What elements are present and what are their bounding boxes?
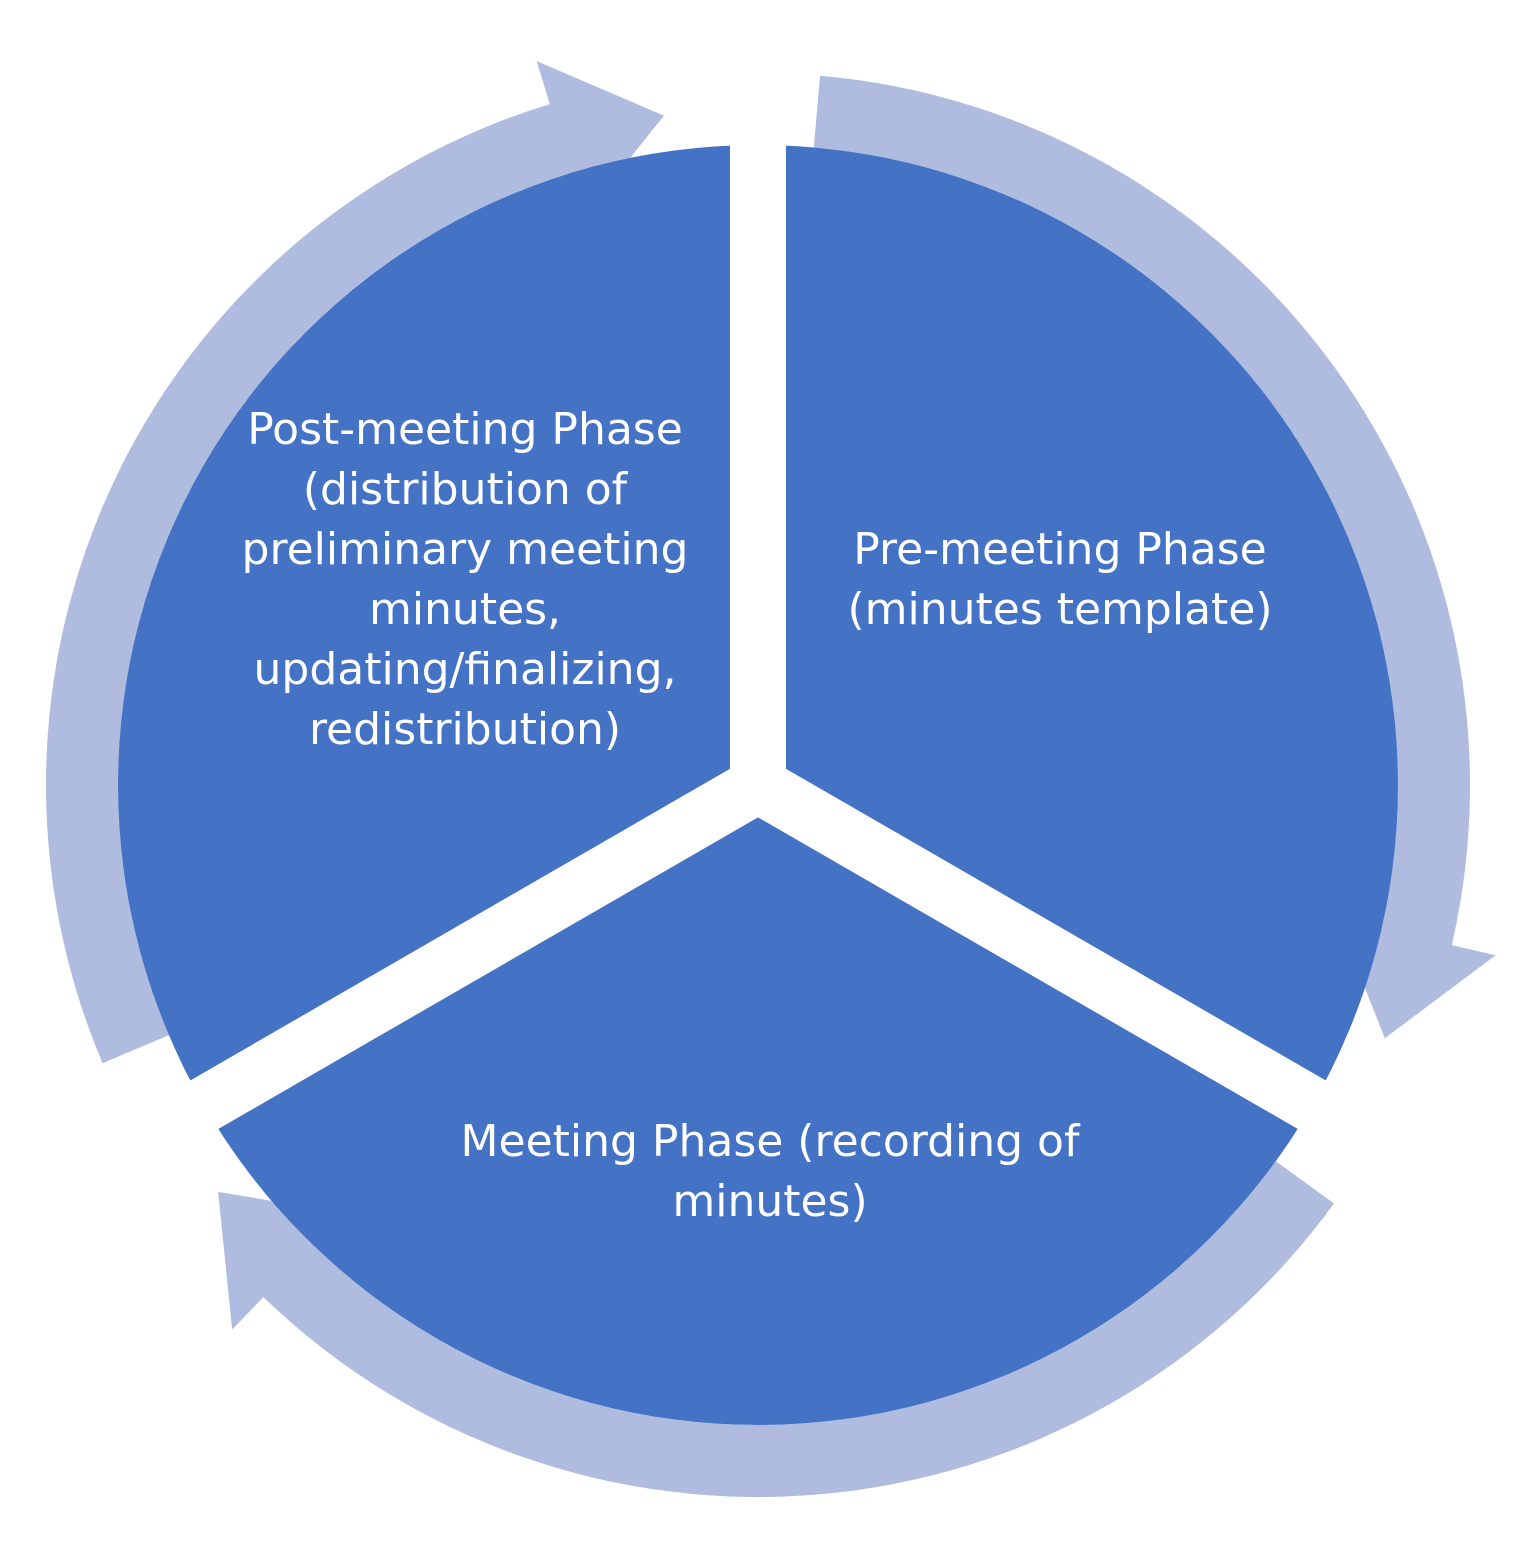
segment-divider — [743, 760, 1458, 1206]
post-meeting-line: updating/finalizing, — [253, 644, 677, 695]
phase-segments — [58, 0, 1458, 1425]
post-meeting-phase-label: Post-meeting Phase (distribution of prel… — [165, 400, 765, 760]
post-meeting-line: minutes, — [368, 584, 562, 635]
meeting-line: Meeting Phase (recording of — [460, 1116, 1080, 1167]
meeting-line: minutes) — [672, 1176, 868, 1227]
post-meeting-line: redistribution) — [308, 704, 622, 755]
pre-meeting-line: (minutes template) — [847, 584, 1273, 635]
cycle-arrow-ring — [45, 61, 1496, 1497]
meeting-phase-label: Meeting Phase (recording of minutes) — [440, 1112, 1100, 1232]
post-meeting-line: Post-meeting Phase — [247, 404, 683, 455]
segment-divider — [58, 760, 772, 1206]
pre-meeting-phase-label: Pre-meeting Phase (minutes template) — [790, 520, 1330, 640]
pre-meeting-line: Pre-meeting Phase — [853, 524, 1267, 575]
post-meeting-line: preliminary meeting — [241, 524, 689, 575]
arrow-to-pre — [813, 75, 1496, 1039]
post-meeting-line: (distribution of — [302, 464, 628, 515]
arrow-to-post — [45, 61, 664, 1064]
arrow-to-meeting — [218, 1161, 1335, 1497]
